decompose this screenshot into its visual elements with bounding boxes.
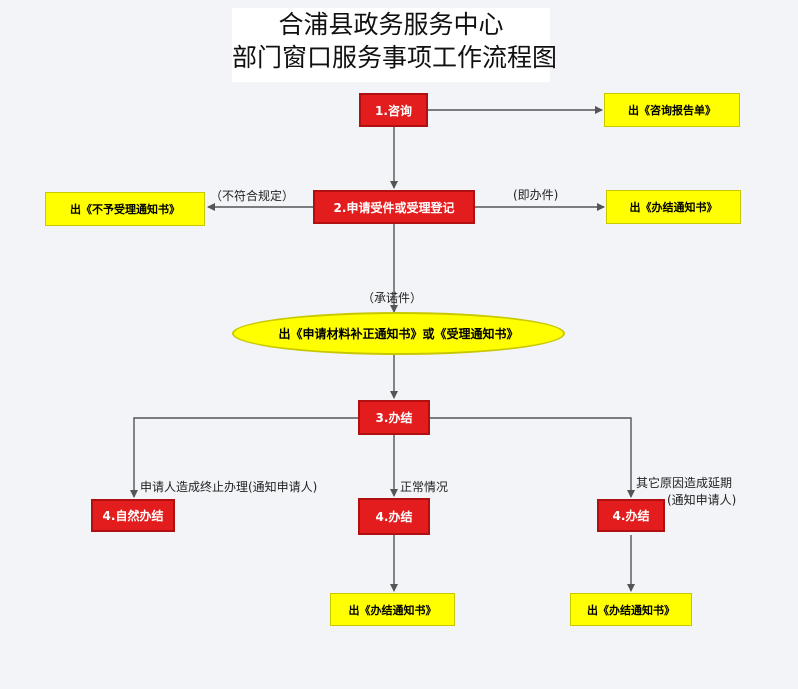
label-delay-line1: 其它原因造成延期 [636,476,733,490]
label-not-compliant: （不符合规定） [210,189,295,203]
normal-finish-box: 4.办结 [358,498,430,535]
reject-notice-box: 出《不予受理通知书》 [45,192,205,226]
label-delay-line2: (通知申请人) [667,493,737,507]
label-promised: （承诺件） [362,291,423,305]
arrow-finish-to-delay [430,417,635,498]
finish-box: 3.办结 [358,400,430,435]
normal-finish-notice-box: 出《办结通知书》 [330,593,455,626]
page-title: 合浦县政务服务中心 [278,10,504,39]
consult-box: 1.咨询 [359,93,428,127]
apply-register-box: 2.申请受件或受理登记 [313,190,475,224]
label-applicant-terminate: 申请人造成终止办理(通知申请人) [140,480,318,494]
immediate-finish-notice-box: 出《办结通知书》 [606,190,741,224]
delay-finish-notice-box: 出《办结通知书》 [570,593,692,626]
supplement-acceptance-notice-ellipse: 出《申请材料补正通知书》或《受理通知书》 [232,312,565,355]
arrow-finish-to-natural [130,417,358,498]
title-block: 合浦县政务服务中心 部门窗口服务事项工作流程图 [232,8,558,82]
consult-report-box: 出《咨询报告单》 [604,93,740,127]
label-normal: 正常情况 [400,480,449,494]
label-immediate: (即办件) [513,188,559,202]
natural-finish-box: 4.自然办结 [91,499,175,532]
delay-finish-box: 4.办结 [597,499,665,532]
page-subtitle: 部门窗口服务事项工作流程图 [232,43,558,72]
